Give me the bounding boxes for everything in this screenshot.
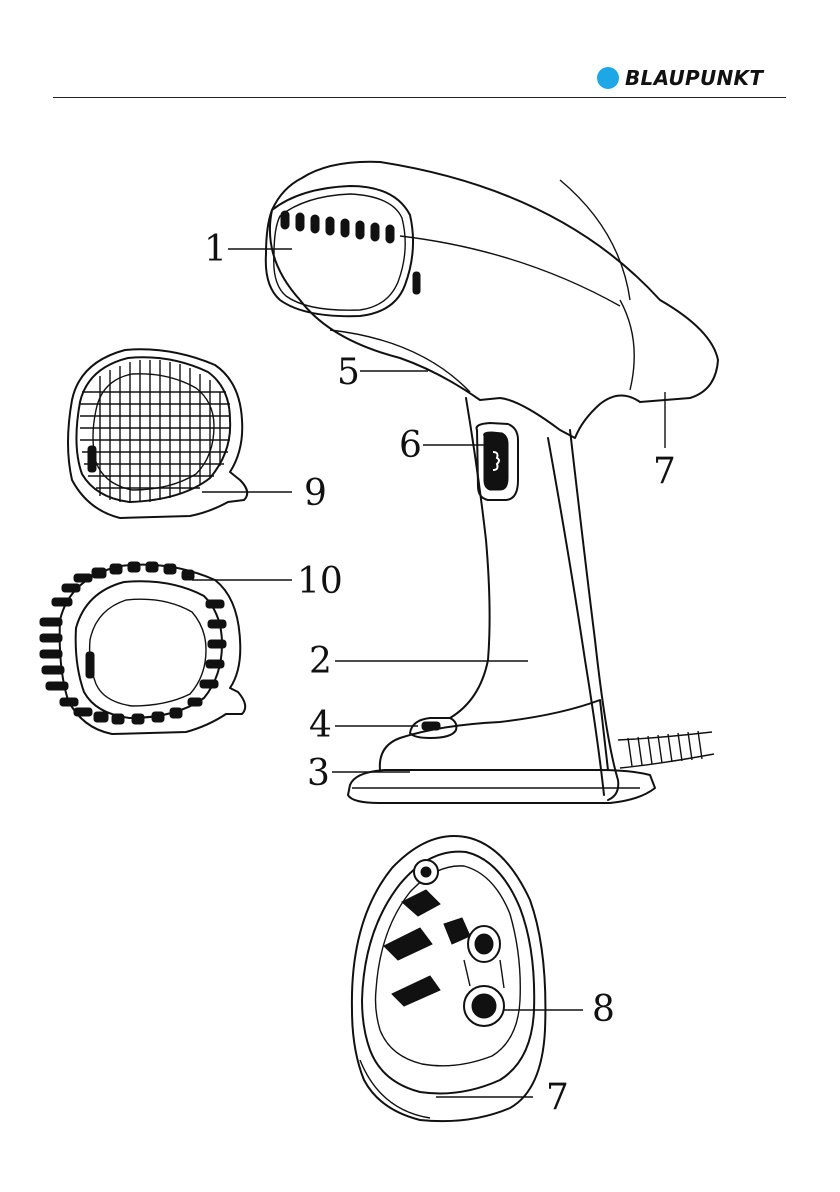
- callout-7-steamer: 7: [653, 454, 676, 490]
- callout-3: 3: [307, 756, 330, 792]
- brush-attachment-icon: [40, 562, 245, 734]
- callout-7-tank: 7: [546, 1080, 569, 1116]
- garment-steamer-icon: [266, 162, 718, 803]
- callout-5: 5: [337, 355, 360, 391]
- callout-8: 8: [592, 992, 615, 1028]
- callout-1: 1: [204, 232, 227, 268]
- callout-9: 9: [304, 476, 327, 512]
- callout-6: 6: [399, 428, 422, 464]
- callout-4: 4: [309, 708, 332, 744]
- callout-10: 10: [297, 564, 343, 600]
- callout-2: 2: [309, 644, 332, 680]
- leader-lines: [192, 249, 665, 1097]
- water-tank-icon: [352, 836, 546, 1121]
